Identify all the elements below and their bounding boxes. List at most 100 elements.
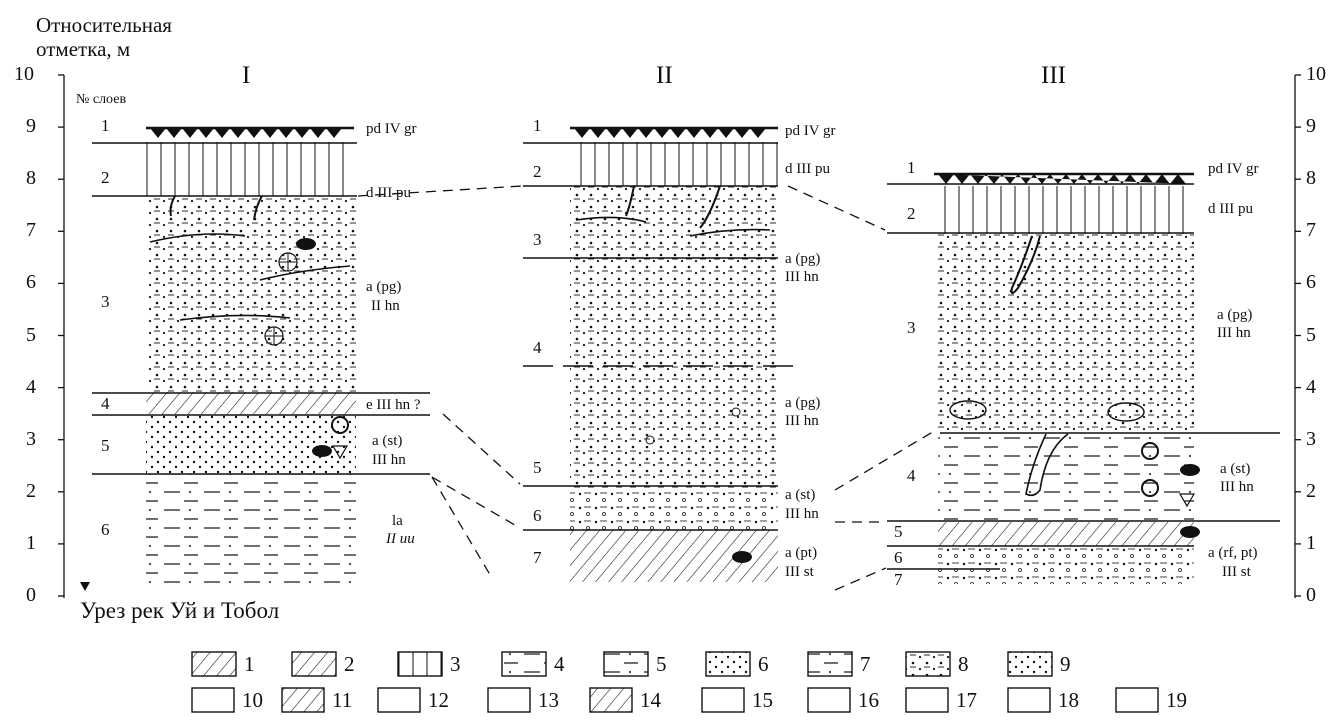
right-tick-label: 10 <box>1306 63 1326 85</box>
left-tick-label: 2 <box>26 479 36 502</box>
y-axis-title-line1: Относительная <box>36 13 172 37</box>
col-II-layer-7: 7 <box>533 548 542 567</box>
right-tick-label: 5 <box>1306 323 1316 346</box>
right-tick-label: 7 <box>1306 219 1316 242</box>
col-III-layer-7: 7 <box>894 570 903 589</box>
col-II-layer-3: 3 <box>533 230 542 249</box>
legend-swatch-15 <box>701 687 745 713</box>
col-III-age-5a: a (rf, pt) <box>1208 545 1258 561</box>
col-III-age-4a: a (st) <box>1220 461 1251 477</box>
left-tick-label: 5 <box>26 323 36 346</box>
left-tick-label: 7 <box>26 219 36 242</box>
left-tick-label: 4 <box>26 375 36 398</box>
left-tick-label: 0 <box>26 584 36 606</box>
legend-number-17: 17 <box>956 688 977 712</box>
right-tick-label: 0 <box>1306 584 1316 606</box>
legend-number-3: 3 <box>450 652 461 676</box>
column-label-I: I <box>242 62 251 89</box>
col-I-age-3a: a (pg) <box>366 279 402 295</box>
col-I-age-4: e III hn ? <box>366 397 421 413</box>
col-I-layer-2: 2 <box>101 168 110 187</box>
col-I-age-1: pd IV gr <box>366 121 417 137</box>
legend-swatch-3 <box>397 651 443 677</box>
legend-swatch-8 <box>905 651 951 677</box>
left-tick-label: 10 <box>14 63 34 85</box>
col-II-age-2: d III pu <box>785 161 830 177</box>
right-tick-label: 9 <box>1306 115 1316 138</box>
y-axis-title-line2: отметка, м <box>36 37 131 61</box>
left-tick-label: 3 <box>26 427 36 450</box>
legend-number-10: 10 <box>242 688 263 712</box>
col-II-age-6a: a (pt) <box>785 545 818 561</box>
column-I-section <box>80 126 430 591</box>
col-III-age-4b: III hn <box>1220 479 1254 495</box>
col-I-layer-5: 5 <box>101 436 110 455</box>
legend-swatch-16 <box>807 687 851 713</box>
col-III-layer-3: 3 <box>907 318 916 337</box>
column-II-section <box>523 126 800 582</box>
legend-number-4: 4 <box>554 652 565 676</box>
legend-number-16: 16 <box>858 688 879 712</box>
col-II-age-5a: a (st) <box>785 487 816 503</box>
col-I-layer-4: 4 <box>101 394 110 413</box>
legend-swatch-11 <box>281 687 325 713</box>
col-II-age-4a: a (pg) <box>785 395 821 411</box>
legend-number-15: 15 <box>752 688 773 712</box>
right-tick-label: 2 <box>1306 479 1316 502</box>
legend-number-12: 12 <box>428 688 449 712</box>
legend-number-8: 8 <box>958 652 969 676</box>
col-I-age-5b: III hn <box>372 452 406 468</box>
legend-swatch-9 <box>1007 651 1053 677</box>
legend-swatch-12 <box>377 687 421 713</box>
right-tick-label: 6 <box>1306 271 1316 294</box>
right-tick-label: 4 <box>1306 375 1316 398</box>
col-III-age-1: pd IV gr <box>1208 161 1259 177</box>
col-I-layer-1: 1 <box>101 116 110 135</box>
col-II-age-3a: a (pg) <box>785 251 821 267</box>
right-tick-label: 8 <box>1306 167 1316 190</box>
river-caption: Урез рек Уй и Тобол <box>80 598 280 623</box>
col-I-age-3b: II hn <box>371 298 400 314</box>
legend-swatch-18 <box>1007 687 1051 713</box>
legend-swatch-17 <box>905 687 949 713</box>
legend-number-6: 6 <box>758 652 769 676</box>
layers-header: № слоев <box>76 92 127 107</box>
legend-swatch-13 <box>487 687 531 713</box>
left-tick-label: 6 <box>26 271 36 294</box>
legend-swatch-6 <box>705 651 751 677</box>
column-III-section <box>887 172 1280 584</box>
col-III-layer-6: 6 <box>894 548 903 567</box>
col-I-layer-3: 3 <box>101 292 110 311</box>
legend-swatch-5 <box>603 651 649 677</box>
col-I-age-2: d III pu <box>366 185 411 201</box>
legend-number-18: 18 <box>1058 688 1079 712</box>
col-III-layer-4: 4 <box>907 466 916 485</box>
legend-number-7: 7 <box>860 652 871 676</box>
col-I-layer-6: 6 <box>101 520 110 539</box>
col-II-age-3b: III hn <box>785 269 819 285</box>
left-tick-label: 9 <box>26 115 36 138</box>
col-II-layer-5: 5 <box>533 458 542 477</box>
col-III-layer-2: 2 <box>907 204 916 223</box>
legend-number-11: 11 <box>332 688 353 712</box>
legend-swatch-14 <box>589 687 633 713</box>
legend-swatch-4 <box>501 651 547 677</box>
legend-number-13: 13 <box>538 688 559 712</box>
column-label-II: II <box>656 62 673 89</box>
col-III-age-5b: III st <box>1222 564 1251 580</box>
legend-swatch-19 <box>1115 687 1159 713</box>
col-II-layer-6: 6 <box>533 506 542 525</box>
left-tick-label: 1 <box>26 531 36 554</box>
col-I-age-6b: II uu <box>386 531 415 547</box>
legend-number-5: 5 <box>656 652 667 676</box>
legend-number-2: 2 <box>344 652 355 676</box>
right-tick-label: 3 <box>1306 427 1316 450</box>
legend-number-9: 9 <box>1060 652 1071 676</box>
col-II-age-4b: III hn <box>785 413 819 429</box>
legend-swatch-10 <box>191 687 235 713</box>
col-III-age-2: d III pu <box>1208 201 1253 217</box>
legend-swatch-7 <box>807 651 853 677</box>
col-II-layer-4: 4 <box>533 338 542 357</box>
column-label-III: III <box>1041 62 1066 89</box>
